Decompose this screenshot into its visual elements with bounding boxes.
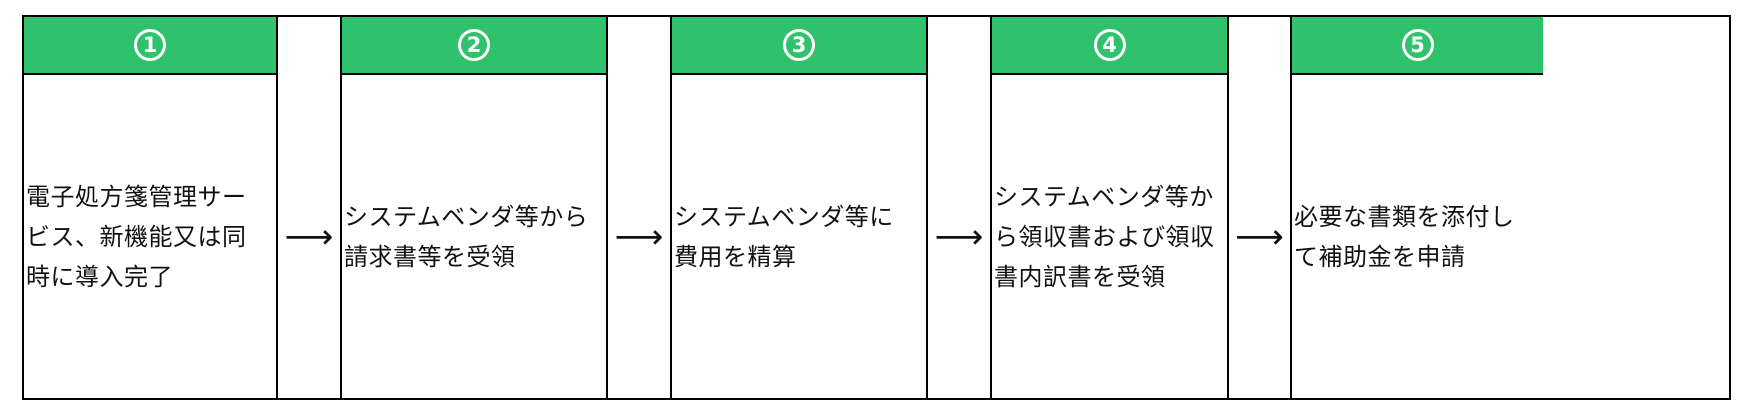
step-5-body: 必要な書類を添付し て補助金を申請 <box>1292 75 1543 398</box>
step-2-body: システムベンダ等から 請求書等を受領 <box>342 75 606 398</box>
step-4: 4 システムベンダ等か ら領収書および領収 書内訳書を受領 <box>992 17 1229 398</box>
connector-3-4: ⟶ <box>928 17 992 398</box>
step-1: 1 電子処方箋管理サー ビス、新機能又は同 時に導入完了 <box>24 17 278 398</box>
step-5-text: 必要な書類を添付し て補助金を申請 <box>1294 202 1515 271</box>
step-1-text: 電子処方箋管理サー ビス、新機能又は同 時に導入完了 <box>26 182 247 291</box>
step-1-body: 電子処方箋管理サー ビス、新機能又は同 時に導入完了 <box>24 75 276 398</box>
right-arrow-icon: ⟶ <box>284 216 334 257</box>
step-3: 3 システムベンダ等に 費用を精算 <box>672 17 928 398</box>
step-1-header: 1 <box>24 17 276 75</box>
step-3-number-badge: 3 <box>783 29 815 61</box>
step-5: 5 必要な書類を添付し て補助金を申請 <box>1292 17 1543 398</box>
step-3-text: システムベンダ等に 費用を精算 <box>674 202 894 271</box>
step-4-header: 4 <box>992 17 1227 75</box>
connector-2-3: ⟶ <box>608 17 672 398</box>
right-arrow-icon: ⟶ <box>934 216 984 257</box>
connector-1-2: ⟶ <box>278 17 342 398</box>
step-2-number-badge: 2 <box>458 29 490 61</box>
step-3-body: システムベンダ等に 費用を精算 <box>672 75 926 398</box>
process-flow-table: 1 電子処方箋管理サー ビス、新機能又は同 時に導入完了 ⟶ 2 システムベンダ… <box>22 15 1731 400</box>
step-2-text: システムベンダ等から 請求書等を受領 <box>344 202 589 271</box>
step-4-number-badge: 4 <box>1093 29 1126 61</box>
step-1-number-badge: 1 <box>134 29 166 61</box>
step-2: 2 システムベンダ等から 請求書等を受領 <box>342 17 608 398</box>
connector-4-5: ⟶ <box>1229 17 1292 398</box>
step-4-body: システムベンダ等か ら領収書および領収 書内訳書を受領 <box>992 75 1227 398</box>
step-3-header: 3 <box>672 17 926 75</box>
right-arrow-icon: ⟶ <box>1235 216 1284 257</box>
step-5-header: 5 <box>1292 17 1543 75</box>
right-arrow-icon: ⟶ <box>614 216 664 257</box>
step-4-text: システムベンダ等か ら領収書および領収 書内訳書を受領 <box>994 182 1215 291</box>
step-2-header: 2 <box>342 17 606 75</box>
step-5-number-badge: 5 <box>1401 29 1434 61</box>
